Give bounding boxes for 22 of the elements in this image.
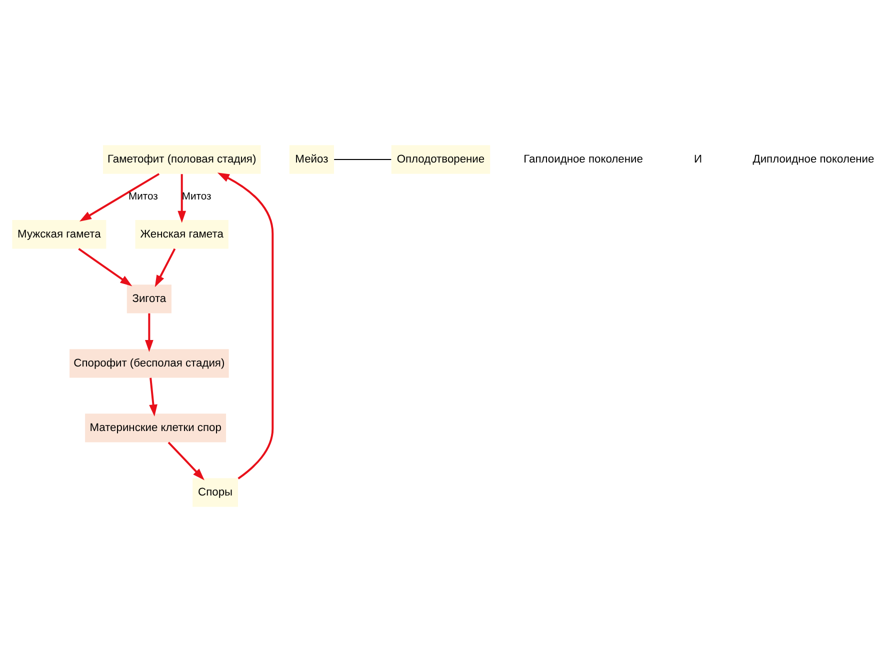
arrow	[168, 442, 204, 480]
node-box: Мужская гамета	[12, 220, 106, 249]
arrow	[145, 313, 154, 352]
label: Диплоидное поколение	[752, 153, 874, 166]
arrow	[178, 174, 186, 223]
arrow	[217, 172, 274, 480]
arrow	[149, 378, 158, 417]
label: И	[694, 153, 702, 166]
arrow	[78, 248, 132, 286]
node-box: Женская гамета	[135, 220, 228, 249]
node-box: Зигота	[126, 284, 172, 314]
connector	[334, 159, 392, 160]
node-box: Материнские клетки спор	[85, 414, 226, 442]
edge-label: Митоз	[128, 192, 158, 203]
node-box: Оплодотворение	[391, 145, 490, 174]
label: Гаплоидное поколение	[524, 153, 643, 166]
arrow	[154, 248, 176, 288]
node-box: Гаметофит (половая стадия)	[103, 145, 261, 174]
node-box: Спорофит (бесполая стадия)	[70, 349, 229, 378]
node-box: Мейоз	[289, 145, 334, 174]
arrow	[79, 173, 160, 222]
node-box: Споры	[192, 478, 238, 507]
